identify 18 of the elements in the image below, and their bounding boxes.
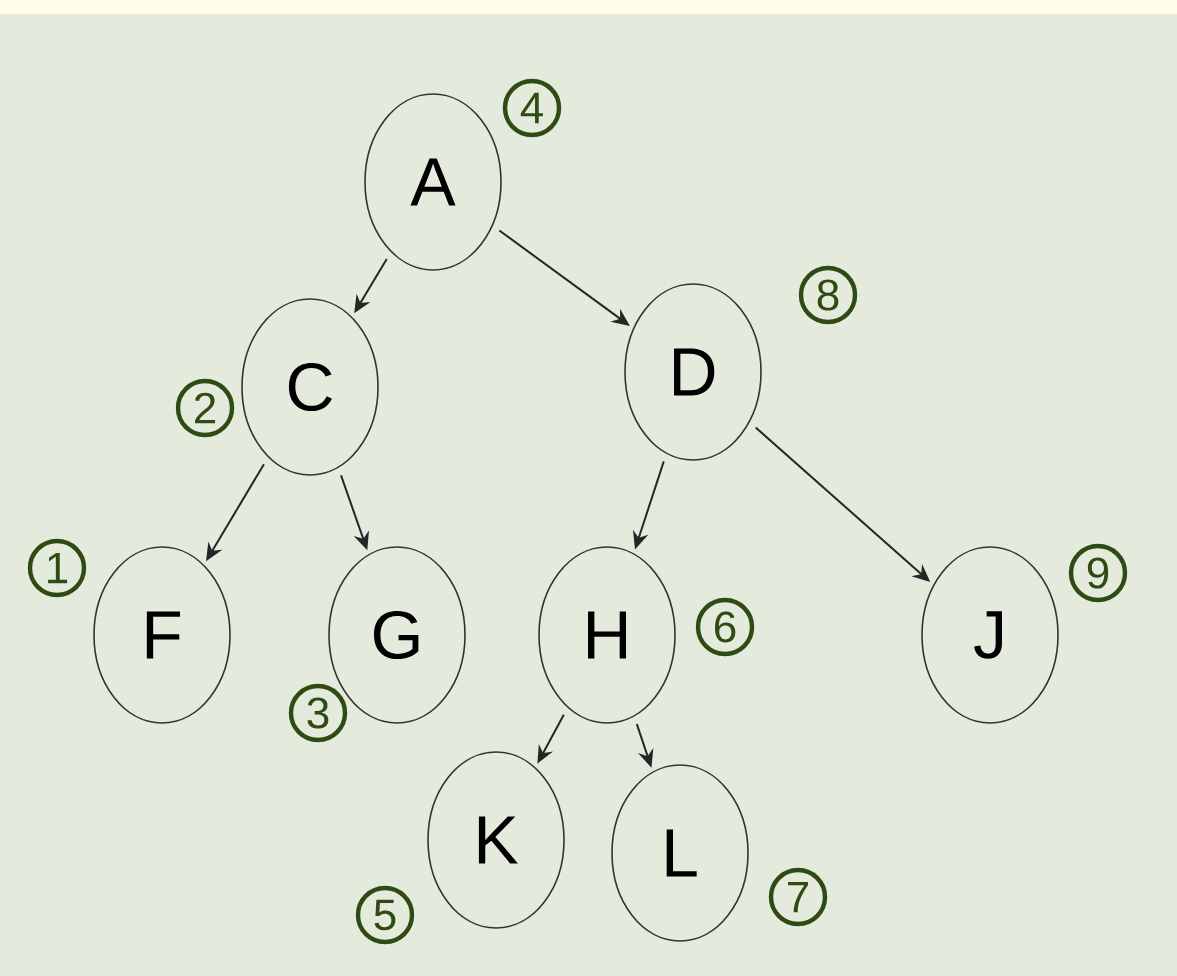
circled-number: 8: [798, 265, 858, 325]
tree-node: C: [241, 298, 379, 476]
tree-node: G: [328, 546, 466, 724]
circled-number: 2: [175, 378, 235, 438]
tree-node: H: [538, 546, 676, 724]
tree-node: F: [93, 546, 231, 724]
tree-node: J: [921, 546, 1059, 724]
circled-number: 9: [1068, 543, 1128, 603]
circled-number: 1: [27, 538, 87, 598]
tree-node: D: [624, 283, 762, 461]
tree-node: K: [427, 751, 565, 929]
tree-node: A: [364, 93, 502, 271]
circled-number: 4: [502, 78, 562, 138]
circled-number: 6: [695, 597, 755, 657]
circled-number: 7: [768, 867, 828, 927]
tree-node: L: [611, 764, 749, 942]
circled-number: 5: [355, 885, 415, 945]
circled-number: 3: [288, 683, 348, 743]
